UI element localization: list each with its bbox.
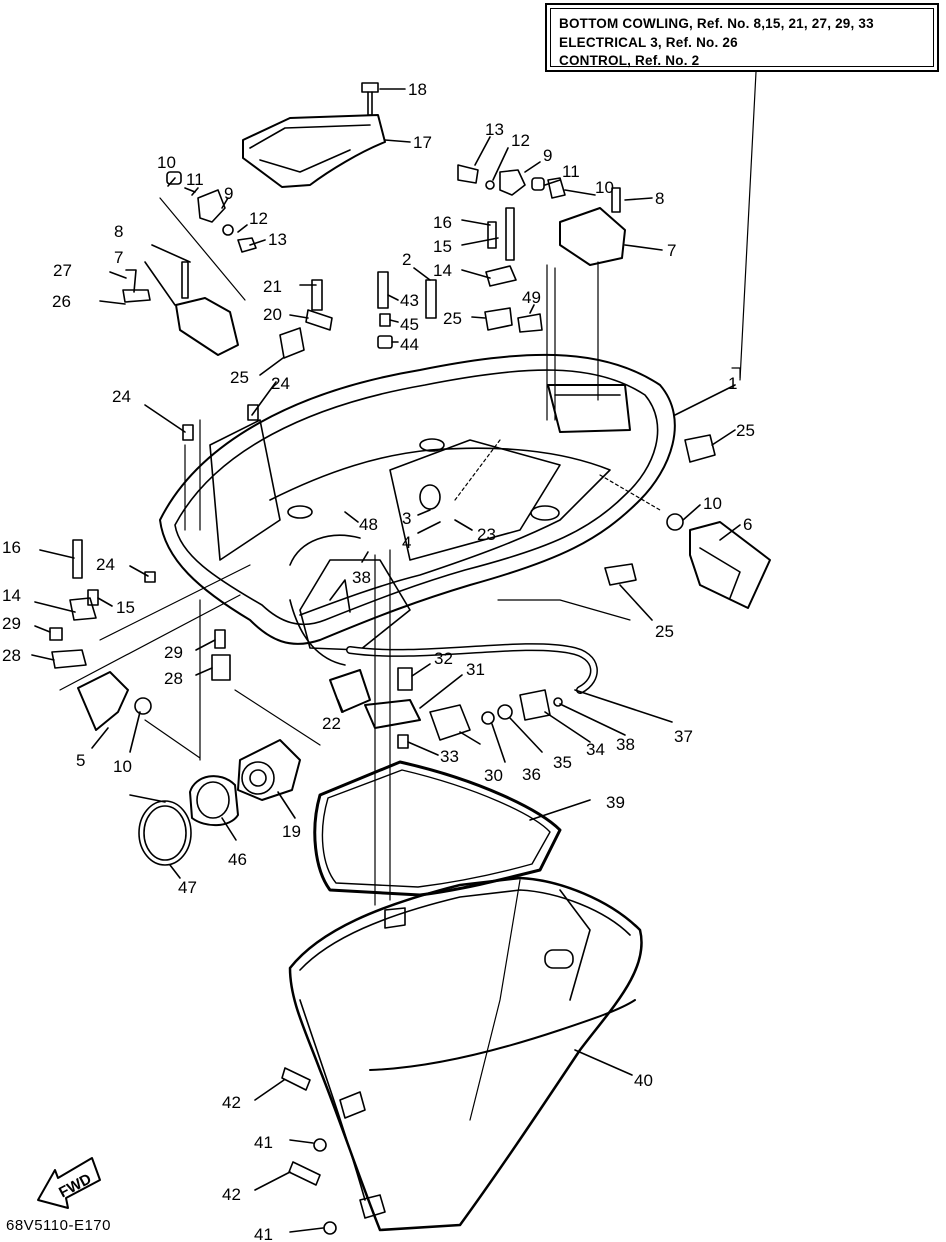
reference-box: BOTTOM COWLING, Ref. No. 8,15, 21, 27, 2… — [545, 3, 939, 72]
callout-25: 25 — [736, 421, 755, 440]
callout-17: 17 — [413, 133, 432, 152]
callout-10: 10 — [703, 494, 722, 513]
ref-line-bottom-cowling: BOTTOM COWLING, Ref. No. 8,15, 21, 27, 2… — [559, 16, 874, 31]
callout-14: 14 — [433, 261, 452, 280]
callout-38: 38 — [616, 735, 635, 754]
callout-25: 25 — [443, 309, 462, 328]
callout-15: 15 — [433, 237, 452, 256]
callout-9: 9 — [543, 146, 552, 165]
callout-16: 16 — [2, 538, 21, 557]
callout-3: 3 — [402, 509, 411, 528]
callout-30: 30 — [484, 766, 503, 785]
callout-25: 25 — [655, 622, 674, 641]
callout-34: 34 — [586, 740, 605, 759]
callout-44: 44 — [400, 335, 419, 354]
callout-10: 10 — [113, 757, 132, 776]
callout-12: 12 — [249, 209, 268, 228]
callout-24: 24 — [112, 387, 131, 406]
callout-29: 29 — [2, 614, 21, 633]
callout-25: 25 — [230, 368, 249, 387]
callout-41: 41 — [254, 1225, 273, 1242]
callout-46: 46 — [228, 850, 247, 869]
callout-36: 36 — [522, 765, 541, 784]
callout-29: 29 — [164, 643, 183, 662]
callout-24: 24 — [96, 555, 115, 574]
callout-24: 24 — [271, 374, 290, 393]
callout-41: 41 — [254, 1133, 273, 1152]
callout-18: 18 — [408, 80, 427, 99]
callout-39: 39 — [606, 793, 625, 812]
fwd-arrow-icon: FWD — [37, 1157, 101, 1209]
ref-line-electrical: ELECTRICAL 3, Ref. No. 26 — [559, 34, 738, 50]
callout-2: 2 — [402, 250, 411, 269]
callout-14: 14 — [2, 586, 21, 605]
callout-8: 8 — [655, 189, 664, 208]
callout-13: 13 — [268, 230, 287, 249]
callout-31: 31 — [466, 660, 485, 679]
callout-28: 28 — [2, 646, 21, 665]
callout-42: 42 — [222, 1185, 241, 1204]
callout-27: 27 — [53, 261, 72, 280]
callout-1: 1 — [728, 374, 737, 393]
callout-10: 10 — [157, 153, 176, 172]
callout-7: 7 — [667, 241, 676, 260]
callout-11: 11 — [186, 170, 204, 189]
bottom-cowling-shape — [159, 353, 676, 666]
callout-49: 49 — [522, 288, 541, 307]
callout-26: 26 — [52, 292, 71, 311]
callout-19: 19 — [282, 822, 301, 841]
callout-7: 7 — [114, 248, 123, 267]
callout-40: 40 — [634, 1071, 653, 1090]
callout-45: 45 — [400, 315, 419, 334]
callout-6: 6 — [743, 515, 752, 534]
callout-33: 33 — [440, 747, 459, 766]
callout-9: 9 — [224, 184, 233, 203]
callout-21: 21 — [263, 277, 282, 296]
callout-labels: 1817131291110871615142434544492510119121… — [2, 80, 755, 1242]
callout-5: 5 — [76, 751, 85, 770]
callout-48: 48 — [359, 515, 378, 534]
callout-12: 12 — [511, 131, 530, 150]
callout-20: 20 — [263, 305, 282, 324]
callout-43: 43 — [400, 291, 419, 310]
figure-code: 68V5110-E170 — [6, 1217, 111, 1234]
callout-8: 8 — [114, 222, 123, 241]
callout-4: 4 — [402, 533, 411, 552]
callout-15: 15 — [116, 598, 135, 617]
callout-32: 32 — [434, 649, 453, 668]
callout-37: 37 — [674, 727, 693, 746]
callout-22: 22 — [322, 714, 341, 733]
callout-10: 10 — [595, 178, 614, 197]
callout-16: 16 — [433, 213, 452, 232]
callout-23: 23 — [477, 525, 496, 544]
callout-13: 13 — [485, 120, 504, 139]
callout-47: 47 — [178, 878, 197, 897]
callout-28: 28 — [164, 669, 183, 688]
callout-42: 42 — [222, 1093, 241, 1112]
callout-38: 38 — [352, 568, 371, 587]
callout-11: 11 — [562, 162, 580, 181]
callout-35: 35 — [553, 753, 572, 772]
ref-line-control: CONTROL, Ref. No. 2 — [559, 53, 700, 68]
